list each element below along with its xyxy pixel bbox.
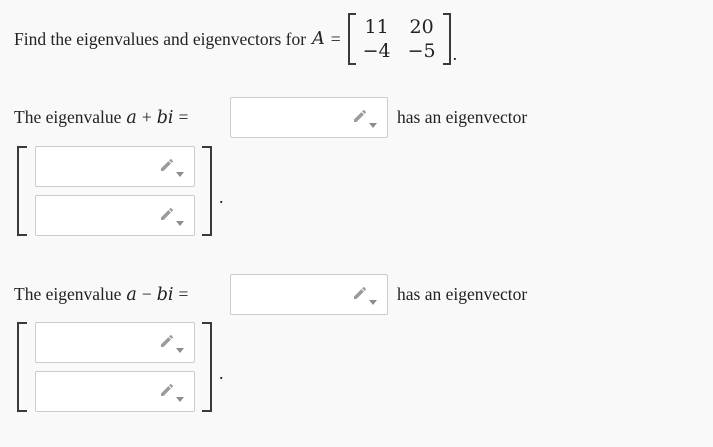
problem-statement: Find the eigenvalues and eigenvectors fo… xyxy=(14,8,457,70)
eigenvector-minus-entry1-input[interactable] xyxy=(36,323,160,362)
var-a: a xyxy=(126,108,137,128)
sentence-period: . xyxy=(219,362,224,383)
var-bi: bi xyxy=(156,108,174,128)
eigenvector-minus-entry2-input[interactable] xyxy=(36,372,160,411)
statement-text: Find the eigenvalues and eigenvectors fo… xyxy=(14,28,307,49)
eigenvector-plus-entry2-input[interactable] xyxy=(36,196,160,235)
dropdown-arrow-icon xyxy=(176,171,184,177)
vector-entries xyxy=(35,322,195,412)
eigenvector-plus-entry1-box[interactable] xyxy=(35,146,195,187)
equals-sign: = xyxy=(330,28,341,49)
eigenvector-suffix-text: has an eigenvector xyxy=(397,284,528,304)
operator-minus: − xyxy=(141,284,152,304)
statement-period: . xyxy=(452,44,458,64)
eigenvalue-plus-input-box[interactable] xyxy=(230,97,388,138)
pencil-edit-icon[interactable] xyxy=(159,205,184,227)
vector-left-bracket xyxy=(17,146,27,236)
eigenvector-plus-entry2-box[interactable] xyxy=(35,195,195,236)
eigenvalue-row-minus: The eigenvalue a − bi = has an eigenvect… xyxy=(14,274,527,315)
eigenvalue-label: The eigenvalue a − bi = xyxy=(14,284,230,305)
label-prefix: The eigenvalue xyxy=(14,284,122,304)
pencil-icon xyxy=(354,286,367,299)
eigenvector-plus-entry1-input[interactable] xyxy=(36,147,160,186)
vector-right-bracket xyxy=(202,322,212,412)
pencil-icon xyxy=(161,207,174,220)
vector-left-bracket xyxy=(17,322,27,412)
matrix-cell-r2c1: −4 xyxy=(362,40,391,62)
eigenvalue-plus-input[interactable] xyxy=(231,98,353,137)
pencil-icon xyxy=(161,383,174,396)
dropdown-arrow-icon xyxy=(369,122,377,128)
vector-right-bracket xyxy=(202,146,212,236)
matrix-cell-r1c2: 20 xyxy=(409,15,434,38)
operator-plus: + xyxy=(141,107,152,127)
dropdown-arrow-icon xyxy=(176,347,184,353)
eigenvalue-label: The eigenvalue a + bi = xyxy=(14,107,230,128)
matrix-variable: A xyxy=(312,29,325,49)
eigenvector-suffix-text: has an eigenvector xyxy=(397,107,528,127)
vector-entries xyxy=(35,146,195,236)
matrix-cell-r1c1: 11 xyxy=(364,15,389,38)
eigenvector-minus-entry2-box[interactable] xyxy=(35,371,195,412)
var-bi: bi xyxy=(156,285,174,305)
matrix-left-bracket xyxy=(347,13,356,65)
dropdown-arrow-icon xyxy=(176,220,184,226)
eigenvalue-minus-input-box[interactable] xyxy=(230,274,388,315)
pencil-edit-icon[interactable] xyxy=(352,284,377,306)
eigenvector-minus-entry1-box[interactable] xyxy=(35,322,195,363)
matrix-entries: 11 20 −4 −5 xyxy=(356,15,443,64)
pencil-icon xyxy=(161,158,174,171)
var-a: a xyxy=(126,285,137,305)
equals-sign: = xyxy=(178,107,189,127)
pencil-icon xyxy=(354,109,367,122)
pencil-icon xyxy=(161,334,174,347)
pencil-edit-icon[interactable] xyxy=(159,156,184,178)
matrix-cell-r2c2: −5 xyxy=(407,40,436,62)
dropdown-arrow-icon xyxy=(369,299,377,305)
label-prefix: The eigenvalue xyxy=(14,107,122,127)
pencil-edit-icon[interactable] xyxy=(352,107,377,129)
pencil-edit-icon[interactable] xyxy=(159,381,184,403)
eigenvalue-row-plus: The eigenvalue a + bi = has an eigenvect… xyxy=(14,97,527,138)
matrix-A: 11 20 −4 −5 xyxy=(347,13,451,65)
matrix-right-bracket xyxy=(442,13,451,65)
eigenvector-minus-matrix: . xyxy=(17,322,224,412)
pencil-edit-icon[interactable] xyxy=(159,332,184,354)
sentence-period: . xyxy=(219,186,224,207)
eigenvector-plus-matrix: . xyxy=(17,146,224,236)
equals-sign: = xyxy=(178,284,189,304)
eigenvalue-minus-input[interactable] xyxy=(231,275,353,314)
dropdown-arrow-icon xyxy=(176,396,184,402)
